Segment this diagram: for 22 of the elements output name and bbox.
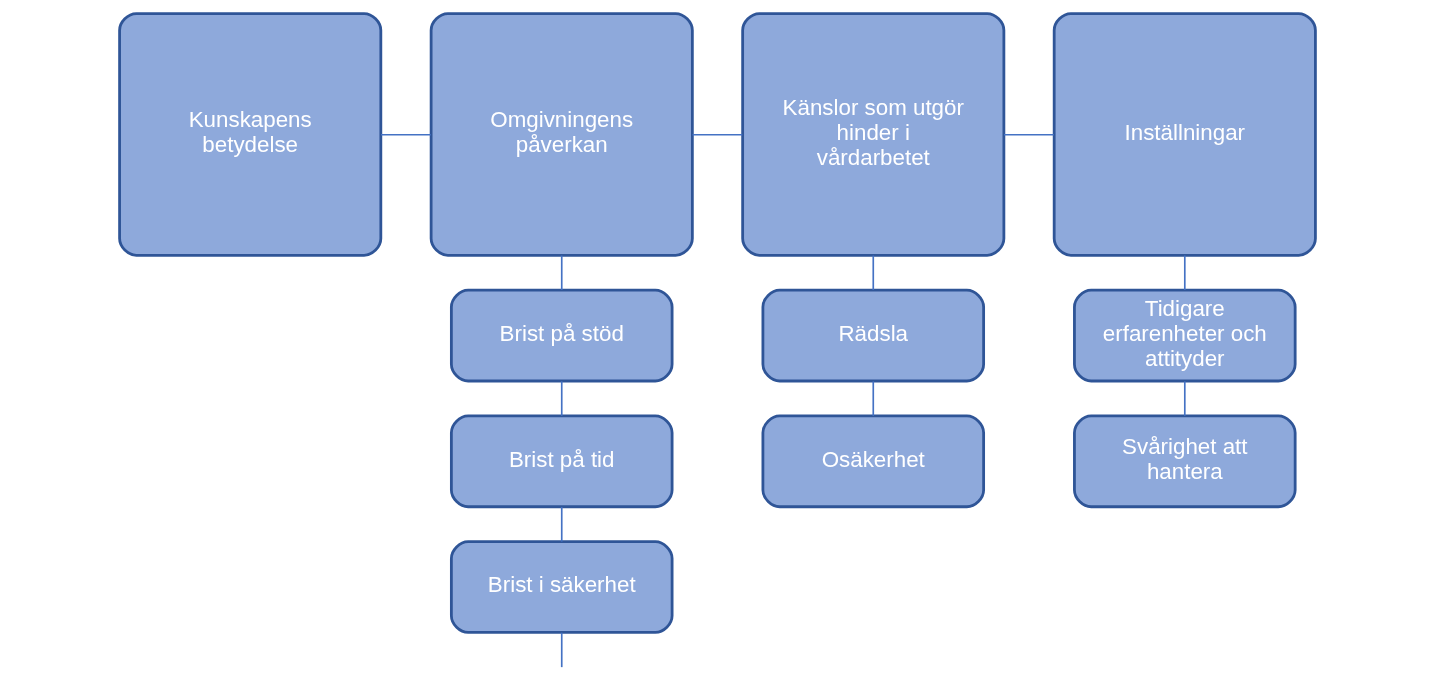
connector — [1003, 133, 1055, 136]
connector — [560, 506, 563, 543]
connector — [380, 133, 432, 136]
node-box: Inställningar — [1052, 12, 1317, 257]
node-box: Omgivningens påverkan — [429, 12, 694, 257]
connector — [872, 380, 875, 417]
node-box: Rädsla — [761, 288, 986, 383]
node-box: Brist på stöd — [449, 288, 674, 383]
connector — [691, 133, 744, 136]
node-box: Kunskapens betydelse — [118, 12, 383, 257]
connector — [560, 380, 563, 417]
connector — [1183, 380, 1186, 417]
node-box: Känslor som utgör hinder i vårdarbetet — [741, 12, 1006, 257]
node-box: Osäkerhet — [761, 414, 986, 509]
connector — [872, 254, 875, 291]
connector — [1183, 254, 1186, 291]
connector — [560, 254, 563, 291]
connector — [560, 631, 563, 668]
node-box: Svårighet att hantera — [1073, 414, 1297, 509]
node-box: Tidigare erfarenheter och attityder — [1073, 288, 1297, 383]
node-box: Brist på tid — [449, 414, 674, 509]
node-box: Brist i säkerhet — [449, 540, 674, 634]
